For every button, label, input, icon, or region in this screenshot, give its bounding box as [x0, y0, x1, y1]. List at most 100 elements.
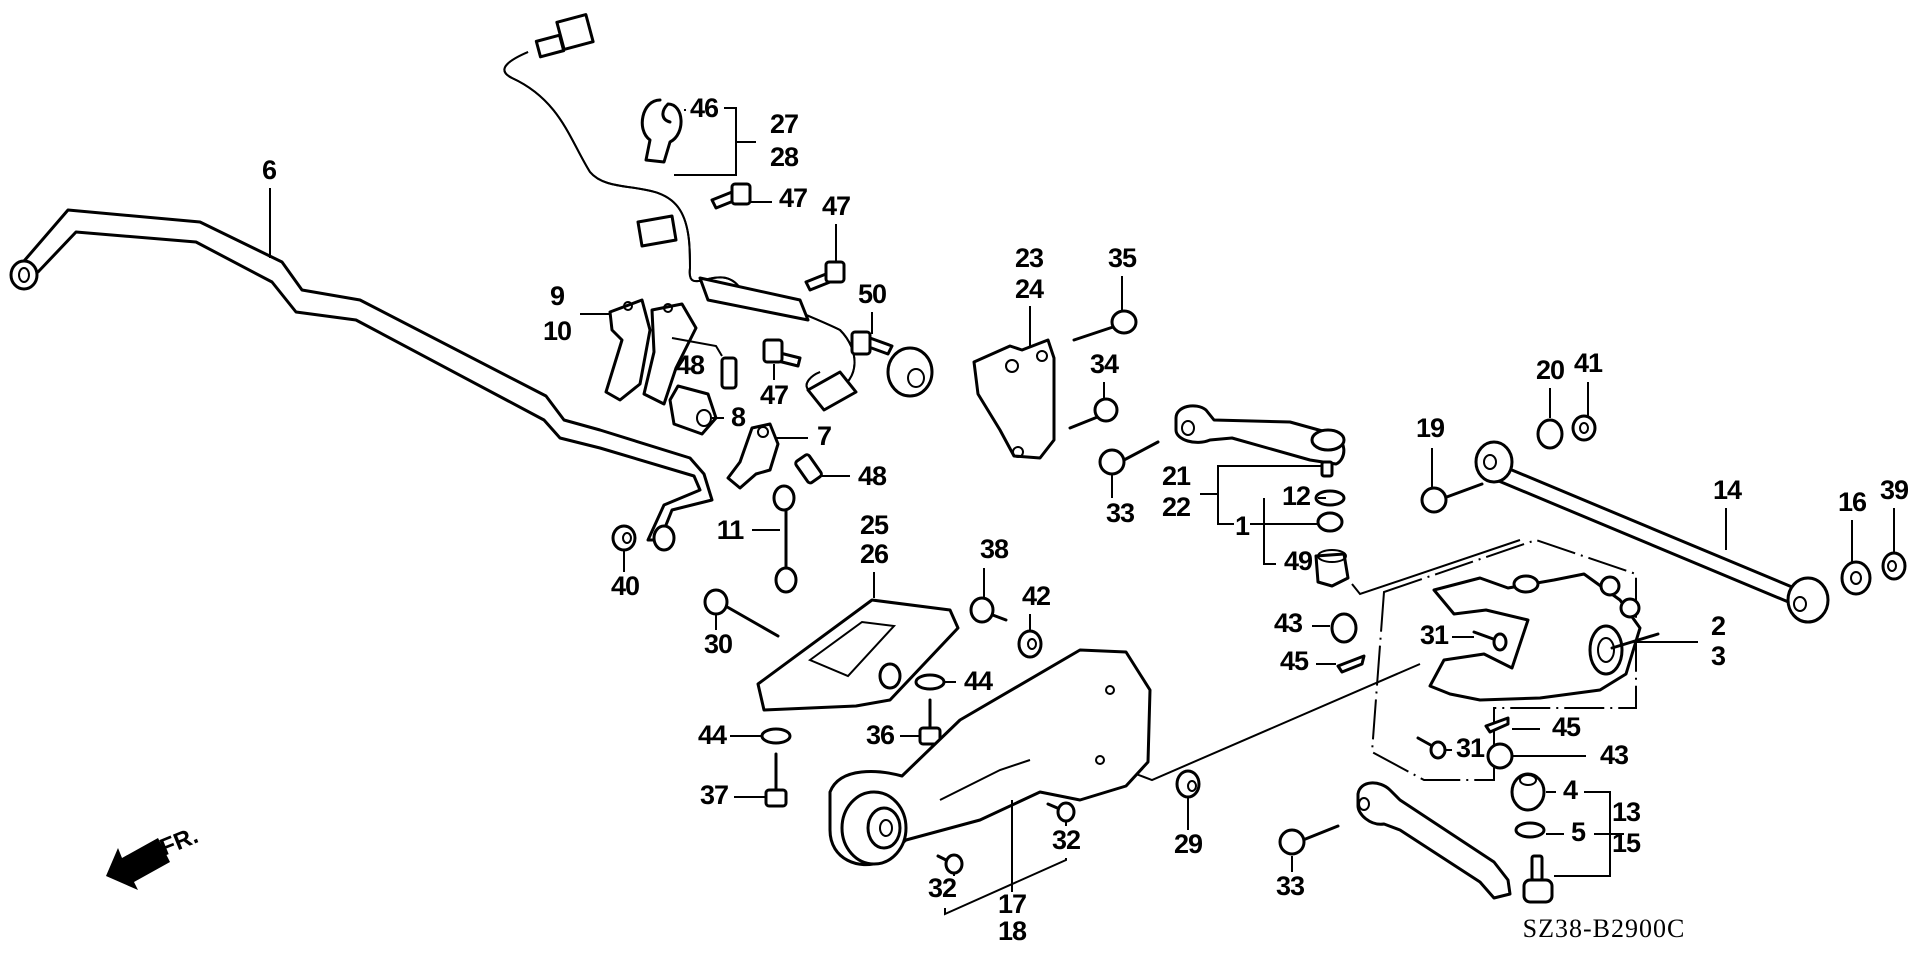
- bolt-47c[interactable]: [762, 338, 802, 368]
- label-32b: 32: [928, 873, 956, 903]
- stabilizer-bracket[interactable]: [604, 298, 698, 406]
- bolt-34[interactable]: [1068, 397, 1119, 430]
- label-36: 36: [866, 720, 895, 750]
- bolt-32b[interactable]: [936, 853, 964, 875]
- nut-40[interactable]: [611, 524, 637, 552]
- washer-16[interactable]: [1840, 560, 1872, 596]
- label-29: 29: [1174, 829, 1203, 859]
- label-30: 30: [704, 629, 732, 659]
- nut-29[interactable]: [1175, 769, 1201, 799]
- label-10: 10: [543, 316, 571, 346]
- label-41: 41: [1574, 348, 1603, 378]
- bolt-32a[interactable]: [1046, 801, 1076, 823]
- label-42: 42: [1022, 581, 1050, 611]
- label-24: 24: [1015, 274, 1044, 304]
- stabilizer-holder-7[interactable]: [726, 422, 780, 490]
- label-15: 15: [1612, 828, 1641, 858]
- compensator-arm[interactable]: [1474, 440, 1830, 624]
- bolt-38[interactable]: [969, 596, 1008, 624]
- cotter-pin-45b[interactable]: [1484, 716, 1510, 734]
- bolt-48b[interactable]: [794, 453, 823, 485]
- clip-46[interactable]: [640, 98, 683, 164]
- nut-41[interactable]: [1571, 414, 1597, 442]
- label-46: 46: [690, 93, 719, 123]
- label-21: 21: [1162, 461, 1191, 491]
- nut-43b[interactable]: [1486, 742, 1514, 770]
- trailing-arm[interactable]: [828, 648, 1152, 867]
- label-5: 5: [1571, 817, 1586, 847]
- nut-43a[interactable]: [1330, 612, 1358, 644]
- label-8: 8: [731, 402, 746, 432]
- bolt-31a[interactable]: [1472, 630, 1508, 652]
- drawing-code: SZ38-B2900C: [1523, 914, 1686, 943]
- stabilizer-bar[interactable]: [9, 208, 714, 552]
- label-35: 35: [1108, 243, 1137, 273]
- label-4: 4: [1563, 775, 1578, 805]
- label-33b: 33: [1276, 871, 1305, 901]
- bolt-31b[interactable]: [1416, 736, 1447, 760]
- label-44b: 44: [698, 720, 727, 750]
- bolt-30[interactable]: [703, 588, 780, 638]
- stabilizer-bushing-8[interactable]: [668, 384, 718, 436]
- bushing-4[interactable]: [1510, 772, 1546, 812]
- label-23: 23: [1015, 243, 1044, 273]
- bolt-50[interactable]: [850, 330, 894, 356]
- label-25: 25: [860, 510, 889, 540]
- label-12: 12: [1282, 481, 1310, 511]
- bolt-35[interactable]: [1072, 309, 1138, 342]
- label-18: 18: [998, 916, 1027, 946]
- label-13: 13: [1612, 797, 1641, 827]
- label-48a: 48: [676, 350, 705, 380]
- bolt-37[interactable]: [764, 752, 788, 808]
- upper-arm-bracket[interactable]: [972, 338, 1056, 460]
- front-direction-indicator: FR.: [106, 822, 202, 890]
- bolt-47b[interactable]: [804, 260, 846, 292]
- label-6: 6: [262, 155, 277, 185]
- stabilizer-link-11[interactable]: [772, 484, 798, 594]
- bolt-19[interactable]: [1420, 482, 1484, 514]
- label-48b: 48: [858, 461, 887, 491]
- lower-arm[interactable]: [1356, 781, 1554, 904]
- front-label: FR.: [156, 822, 202, 862]
- cotter-pin-45a[interactable]: [1336, 654, 1366, 674]
- label-45a: 45: [1280, 646, 1309, 676]
- label-39: 39: [1880, 475, 1909, 505]
- upper-arm[interactable]: [1174, 404, 1346, 478]
- trailing-arm-bracket[interactable]: [756, 598, 960, 712]
- bolt-47a[interactable]: [710, 182, 752, 210]
- label-34: 34: [1090, 349, 1119, 379]
- label-22: 22: [1162, 492, 1190, 522]
- label-49: 49: [1284, 546, 1313, 576]
- label-1: 1: [1235, 511, 1250, 541]
- label-37: 37: [700, 780, 728, 810]
- label-47b: 47: [822, 191, 850, 221]
- label-20: 20: [1536, 355, 1564, 385]
- label-28: 28: [770, 142, 799, 172]
- leader-lines: [269, 107, 1895, 916]
- label-38: 38: [980, 534, 1009, 564]
- label-27: 27: [770, 109, 798, 139]
- rear-knuckle[interactable]: [1370, 538, 1660, 781]
- washer-20[interactable]: [1536, 418, 1564, 450]
- cap-1[interactable]: [1316, 511, 1344, 533]
- bolt-48a[interactable]: [720, 356, 738, 390]
- front-arrow-icon: [106, 838, 170, 890]
- label-9: 9: [550, 281, 565, 311]
- label-43b: 43: [1600, 740, 1629, 770]
- nut-39[interactable]: [1881, 551, 1907, 581]
- bushing-49[interactable]: [1314, 549, 1350, 588]
- washer-12[interactable]: [1314, 489, 1346, 507]
- label-19: 19: [1416, 413, 1445, 443]
- bolt-33b[interactable]: [1278, 824, 1340, 856]
- label-31a: 31: [1420, 620, 1449, 650]
- washer-5[interactable]: [1514, 821, 1546, 839]
- bolt-33a[interactable]: [1098, 440, 1160, 476]
- label-16: 16: [1838, 487, 1867, 517]
- washer-44b[interactable]: [760, 727, 792, 745]
- nut-42[interactable]: [1017, 629, 1043, 659]
- washer-44a[interactable]: [914, 673, 946, 691]
- abs-sensor[interactable]: [503, 13, 934, 412]
- bolt-36[interactable]: [918, 698, 942, 746]
- label-11: 11: [717, 515, 745, 545]
